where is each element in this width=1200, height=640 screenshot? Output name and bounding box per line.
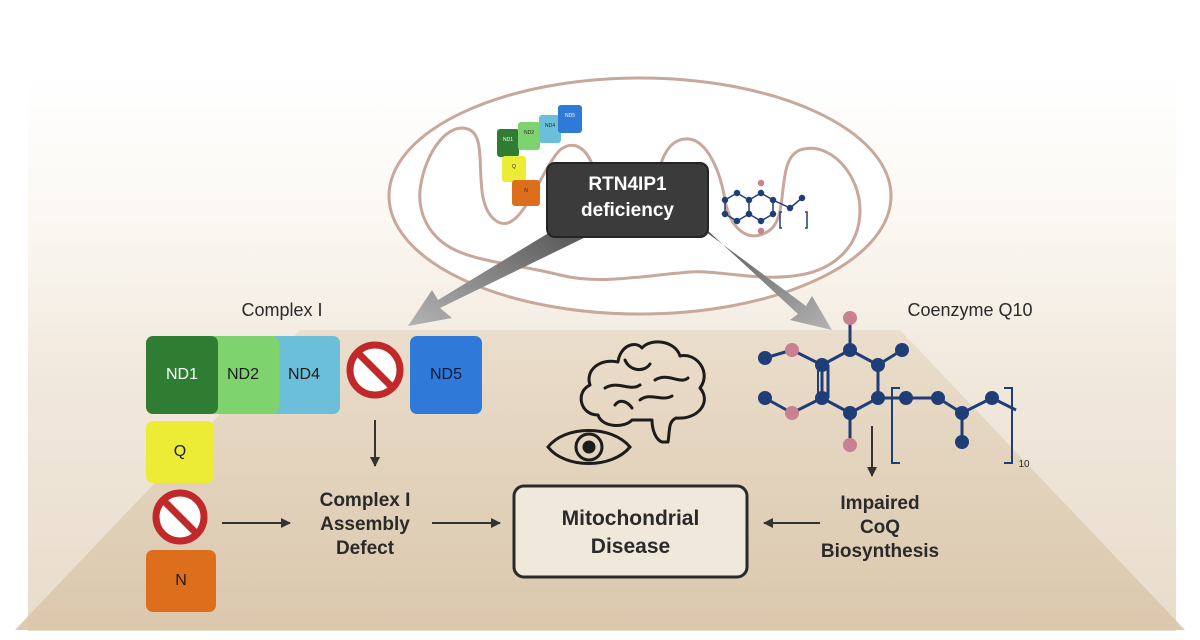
assembly-defect-label: Complex I Assembly Defect [290,489,440,561]
assembly-defect-line-3: Defect [335,538,395,559]
prohibit-icon-complex [346,341,404,399]
mini-q-label: Q [512,164,516,170]
eye-icon [546,429,632,465]
impaired-line-2: CoQ [859,517,901,538]
mini-nd4-label: ND4 [544,123,555,129]
flow-arrows [222,420,877,528]
disease-line-1: Mitochondrial [561,507,700,530]
mini-nd2-label: ND2 [523,130,534,136]
deficiency-box [546,162,709,238]
deficiency-line-2: deficiency [581,200,674,221]
assembly-defect-line-1: Complex I [319,490,411,511]
arrow-to-coenzyme [692,216,832,330]
arrow-to-complex-i [408,214,596,326]
subunit-n: N [146,550,216,612]
subunit-nd1: ND1 [146,336,218,414]
coenzyme-subscript: 10 [1018,459,1030,470]
coenzyme-q10-molecule-icon [758,311,1017,464]
deficiency-label: RTN4IP1 deficiency [547,172,708,224]
subunit-q: Q [146,421,214,483]
impaired-line-1: Impaired [840,493,920,514]
disease-box [512,484,749,579]
mini-nd5-label: ND5 [564,113,575,119]
mini-coenzyme-icon [721,179,808,235]
deficiency-line-1: RTN4IP1 [588,174,667,195]
coenzyme-title: Coenzyme Q10 [907,300,1033,320]
prohibit-icon-q-n [152,489,208,545]
impaired-line-3: Biosynthesis [820,541,940,562]
mini-complex-i-icon [497,105,582,206]
subunit-nd4: ND4 [268,336,340,414]
assembly-defect-line-2: Assembly [320,514,410,535]
mini-nd1-label: ND1 [502,137,513,143]
subunit-nd2: ND2 [207,336,279,414]
brain-icon [579,340,706,444]
impaired-coq-label: Impaired CoQ Biosynthesis [800,492,960,564]
complex-i-title: Complex I [241,300,323,320]
subunit-nd5: ND5 [410,336,482,414]
mini-n-label: N [524,188,528,194]
disease-label: Mitochondrial Disease [514,505,747,561]
disease-line-2: Disease [590,535,671,558]
